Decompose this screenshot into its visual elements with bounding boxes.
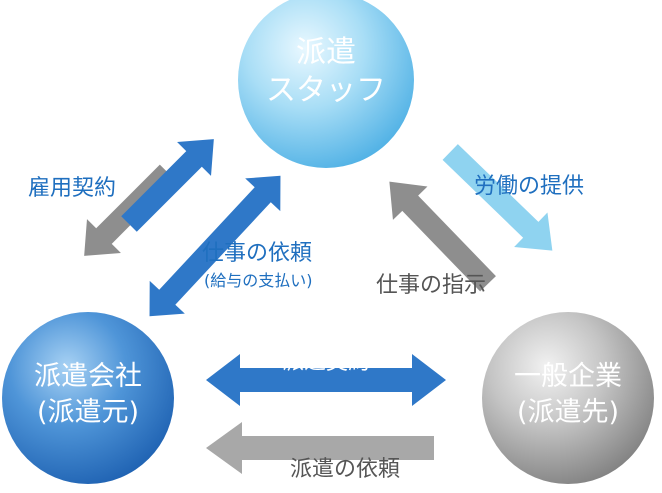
client-label-line2: (派遣先)	[517, 397, 619, 428]
work-request-arrow	[149, 175, 281, 317]
client-label-line1: 一般企業	[514, 361, 622, 392]
staff-label-line1: 派遣	[296, 35, 356, 70]
labor-provision-label: 労働の提供	[474, 174, 584, 199]
work-instruction-arrow	[389, 181, 496, 292]
agency-node: 派遣会社 (派遣元)	[2, 312, 174, 484]
staff-label-line2: スタッフ	[266, 73, 386, 108]
agency-label-line2: (派遣元)	[37, 397, 139, 428]
agency-label-line1: 派遣会社	[34, 361, 142, 392]
dispatch-request-label: 派遣の依頼	[290, 457, 400, 482]
dispatch-contract-arrow	[206, 354, 446, 406]
employment-contract-label: 雇用契約	[28, 176, 116, 201]
employment-contract-arrow-blue	[121, 139, 214, 232]
work-instruction-label: 仕事の指示	[376, 273, 486, 298]
work-request-sublabel: (給与の支払い)	[204, 271, 313, 290]
staff-node: 派遣 スタッフ	[238, 0, 414, 168]
labor-provision-arrow	[442, 144, 553, 251]
dispatch-request-arrow	[206, 422, 434, 474]
work-request-label: 仕事の依頼	[202, 241, 312, 266]
client-node: 一般企業 (派遣先)	[482, 312, 654, 484]
dispatch-contract-label: 派遣契約	[282, 350, 370, 375]
